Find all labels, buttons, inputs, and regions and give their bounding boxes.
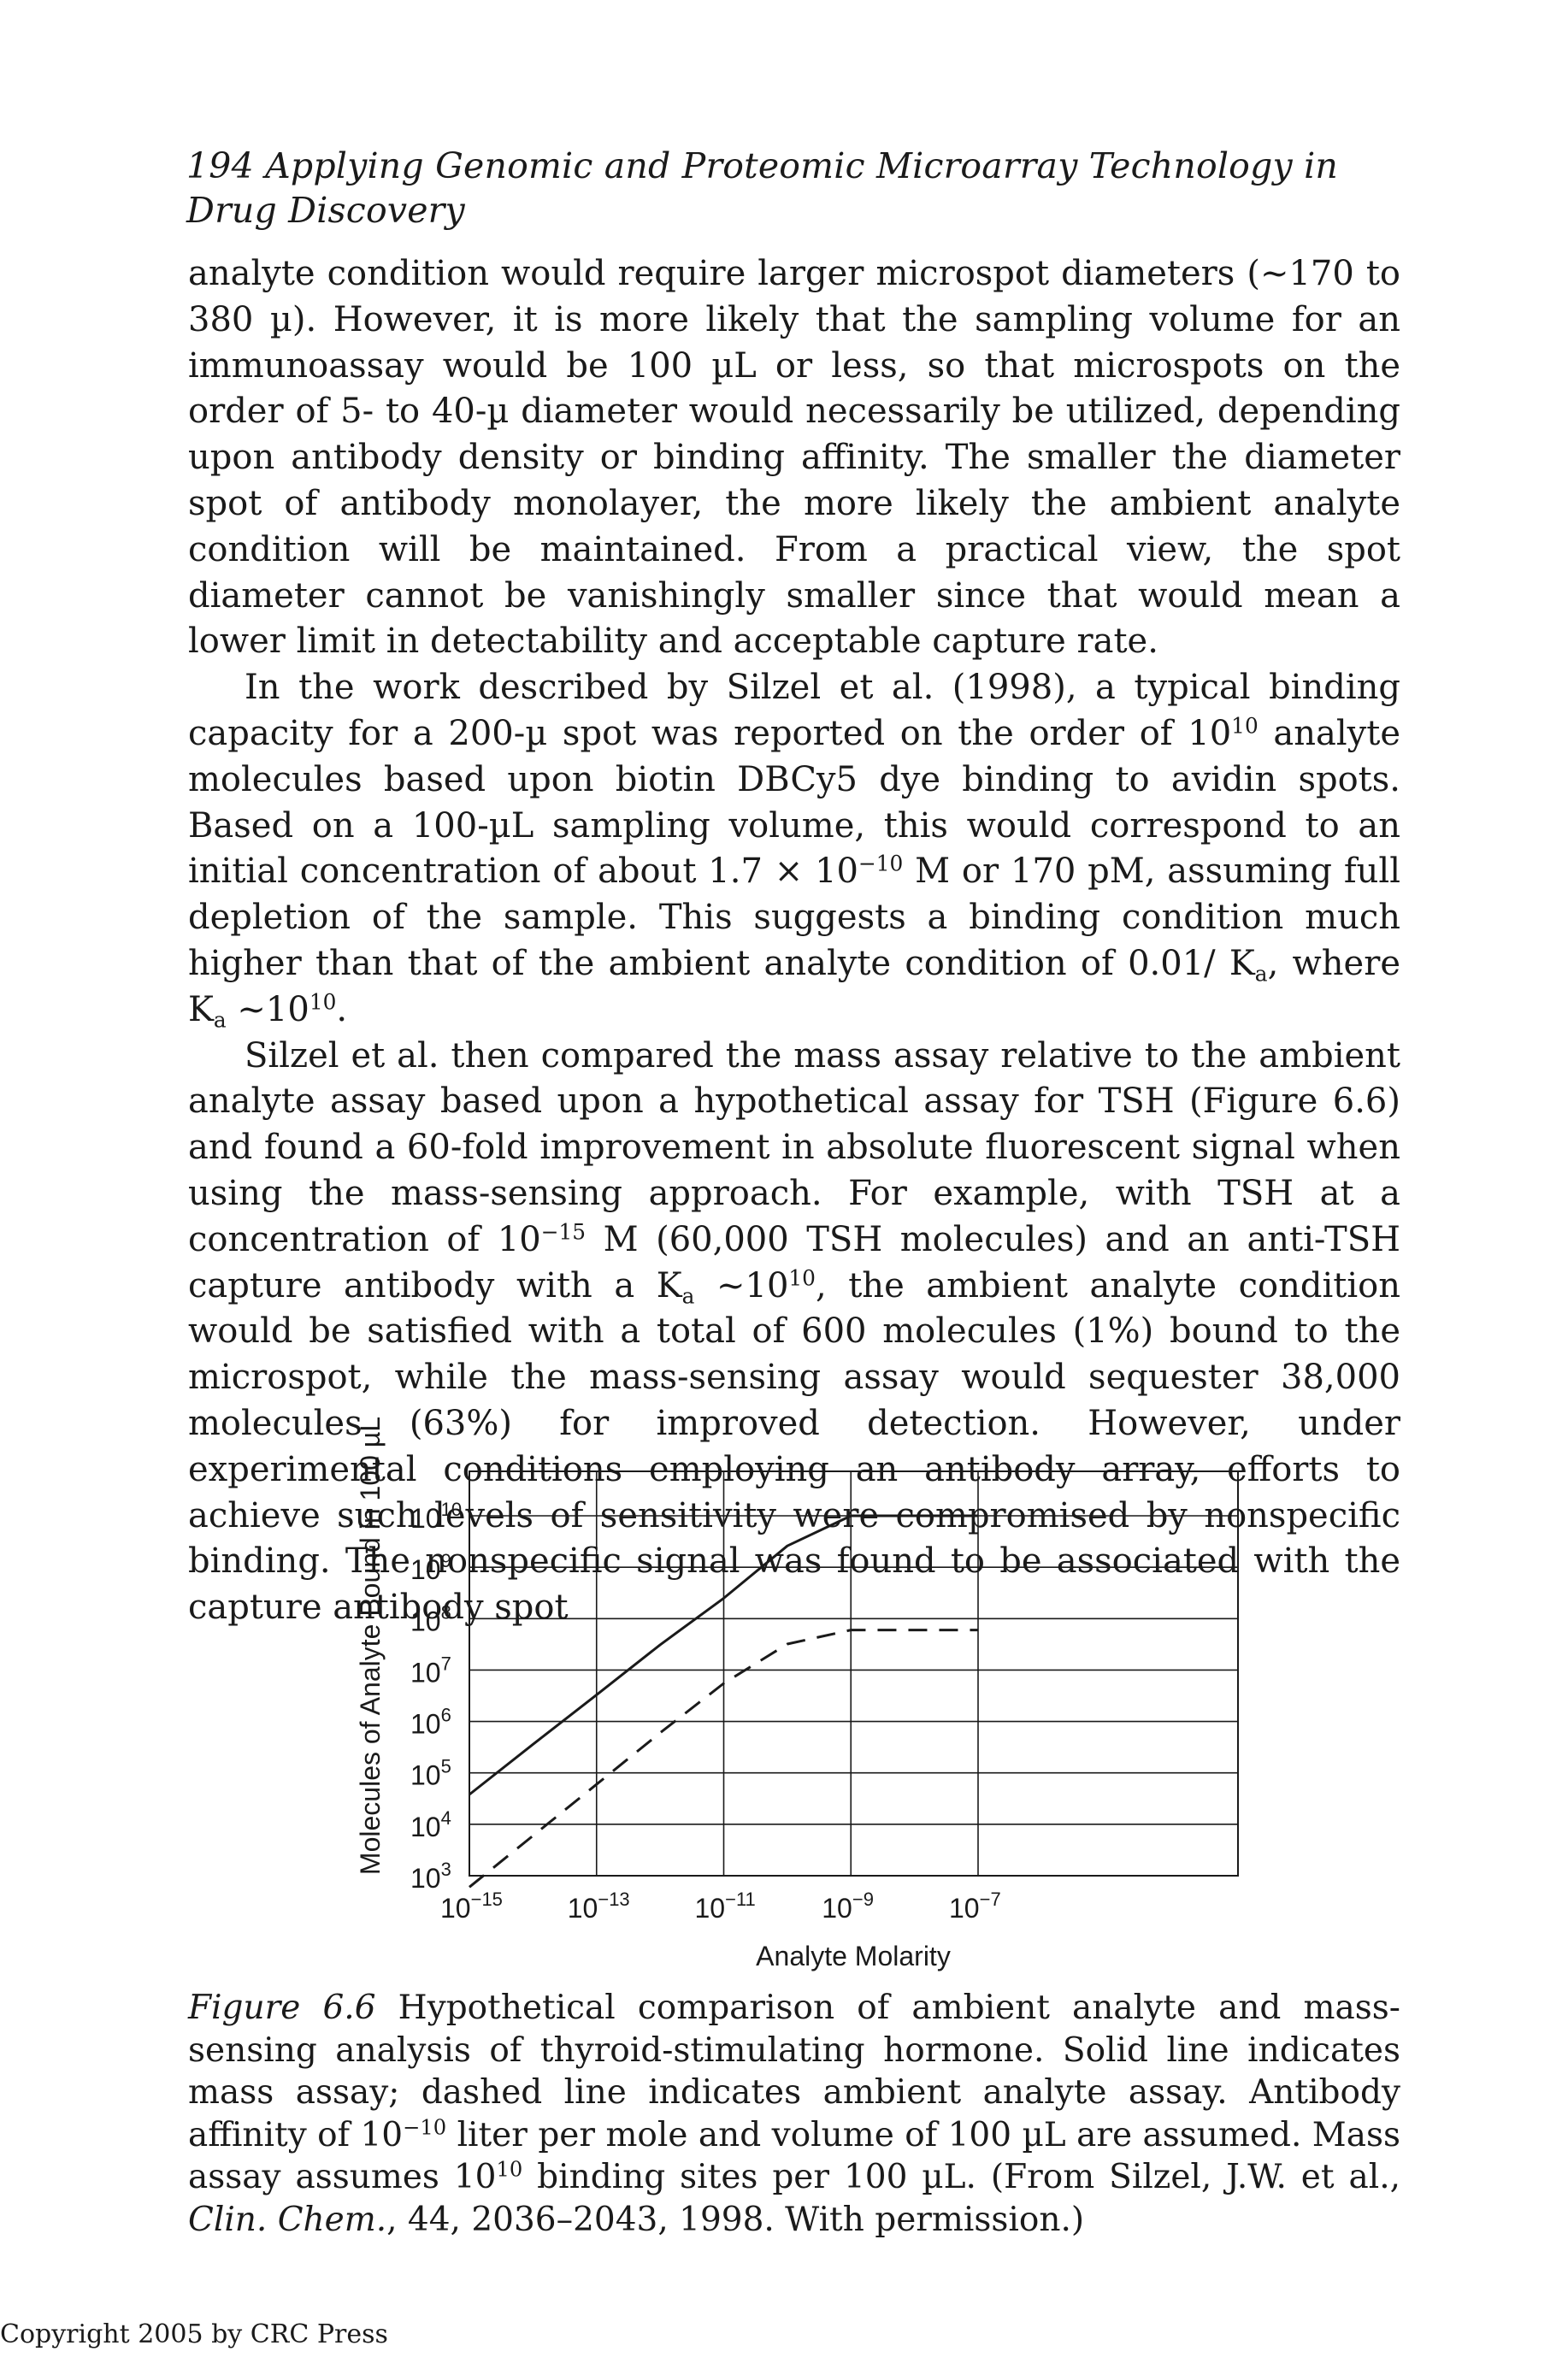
figure-caption-label: Figure 6.6 — [188, 1989, 376, 2027]
running-title: Applying Genomic and Proteomic Microarra… — [186, 145, 1339, 231]
y-tick-label-1: 103 — [410, 1859, 451, 1894]
body-paragraph-2: In the work described by Silzel et al. (… — [188, 668, 1400, 1033]
x-tick-label-3: 10−11 — [695, 1889, 756, 1924]
x-tick-label-5: 10−7 — [949, 1889, 1001, 1924]
x-tick-label-2: 10−13 — [568, 1889, 630, 1924]
body-text: analyte condition would require larger m… — [188, 251, 1400, 1631]
y-tick-label-2: 104 — [410, 1807, 451, 1842]
page-number: 194 — [186, 145, 254, 186]
y-tick-label-5: 107 — [410, 1653, 451, 1688]
y-tick-label-3: 105 — [410, 1756, 451, 1791]
copyright-footer: Copyright 2005 by CRC Press — [0, 2319, 388, 2349]
y-tick-label-4: 106 — [410, 1705, 451, 1740]
body-paragraph-1: analyte condition would require larger m… — [188, 254, 1400, 662]
body-paragraph-3: Silzel et al. then compared the mass ass… — [188, 1035, 1401, 1628]
x-axis-label: Analyte Molarity — [756, 1941, 951, 1971]
figure-caption-text: Hypothetical comparison of ambient analy… — [188, 1989, 1400, 2239]
figure-caption: Figure 6.6 Hypothetical comparison of am… — [188, 1987, 1400, 2242]
ambient-assay-line — [469, 1629, 978, 1889]
running-header: 194 Applying Genomic and Proteomic Micro… — [186, 144, 1400, 233]
x-tick-label-4: 10−9 — [822, 1889, 874, 1924]
x-tick-label-1: 10−15 — [440, 1889, 503, 1924]
